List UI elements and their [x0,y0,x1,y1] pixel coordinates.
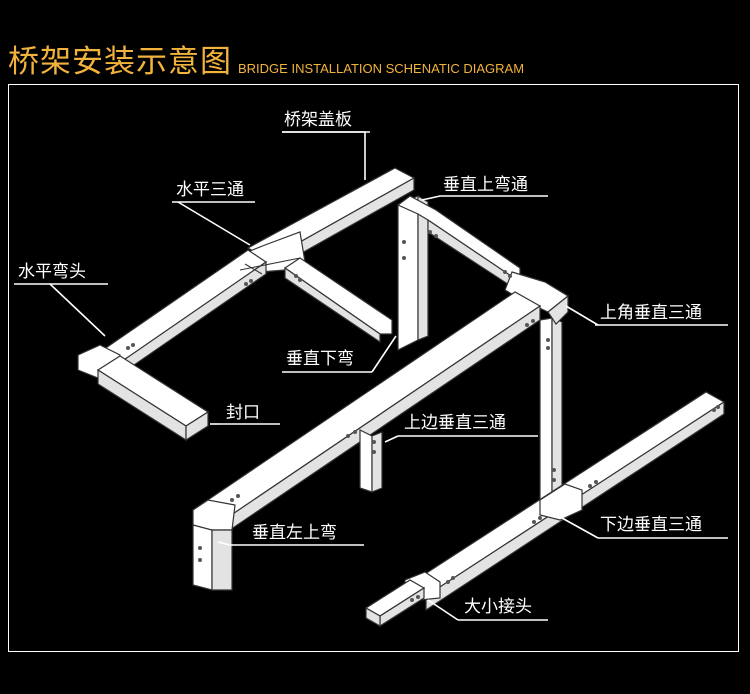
tray-main-run [191,271,570,591]
label-end-cap: 封口 [226,403,260,423]
label-upper-side-vertical-tee: 上边垂直三通 [404,413,506,433]
bolt-holes-icon [126,230,720,602]
page-subtitle: BRIDGE INSTALLATION SCHENATIC DIAGRAM [238,61,525,76]
label-vertical-left-up-bend: 垂直左上弯 [252,523,337,543]
tray-upper-left-run [77,167,416,442]
label-reducer: 大小接头 [464,597,532,617]
tray-lower-run [364,391,726,628]
cable-tray-network [77,167,726,628]
page-title: 桥架安装示意图 [8,44,232,80]
label-vertical-down-bend: 垂直下弯 [286,349,354,369]
page-header: 桥架安装示意图 BRIDGE INSTALLATION SCHENATIC DI… [8,36,524,82]
label-lower-side-vertical-tee: 下边垂直三通 [600,515,702,535]
diagram-frame [8,84,739,652]
label-horizontal-tee: 水平三通 [176,180,244,200]
label-upper-corner-vertical-tee: 上角垂直三通 [600,303,702,323]
label-vertical-up-bend: 垂直上弯通 [443,175,528,195]
label-horizontal-elbow: 水平弯头 [18,262,86,282]
callouts: 桥架盖板 水平三通 垂直上弯通 水平弯头 上角垂直三通 垂直下弯 封口 上边垂直… [14,110,728,621]
label-cover-plate: 桥架盖板 [284,110,352,130]
